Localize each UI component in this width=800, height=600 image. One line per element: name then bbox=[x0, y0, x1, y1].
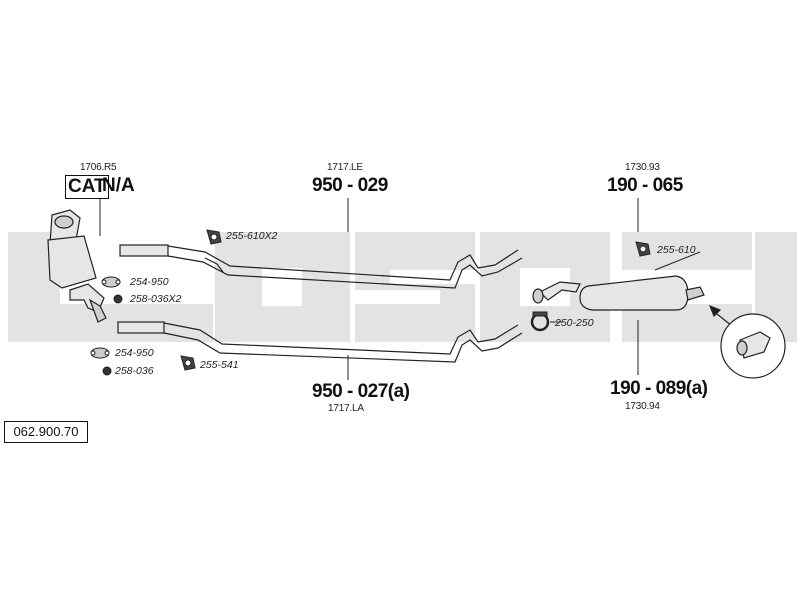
gasket-bottom-icon bbox=[90, 347, 110, 359]
accessory-hanger-top: 255-610X2 bbox=[226, 230, 278, 242]
front-pipe-lower bbox=[117, 321, 523, 363]
front-pipe-upper bbox=[119, 244, 523, 289]
front-pipe-code: 1717.LE bbox=[327, 162, 363, 173]
accessory-nut-top: 258-036X2 bbox=[130, 293, 182, 305]
accessory-hanger-rear: 255-610 bbox=[657, 244, 696, 256]
rear-silencer-alt-code: 1730.94 bbox=[625, 401, 660, 412]
rear-silencer-part-number: 190 - 065 bbox=[607, 175, 683, 196]
catalyst-label-boxed: CAT bbox=[65, 175, 109, 199]
front-pipe-alt-part-number: 950 - 027(a) bbox=[312, 381, 410, 402]
clamp-icon bbox=[530, 311, 550, 332]
hanger-rear-icon bbox=[635, 241, 651, 257]
tailpipe-detail bbox=[708, 304, 786, 379]
accessory-gasket-bottom: 254-950 bbox=[115, 347, 154, 359]
catalyst-code: 1706.R5 bbox=[80, 162, 117, 173]
nut-bottom-icon bbox=[102, 366, 112, 376]
accessory-clamp: 250-250 bbox=[555, 317, 594, 329]
rear-silencer-alt-part-number: 190 - 089(a) bbox=[610, 378, 708, 399]
nut-top-icon bbox=[113, 294, 123, 304]
accessory-icons bbox=[90, 229, 651, 376]
front-pipe-part-number: 950 - 029 bbox=[312, 175, 388, 196]
catalytic-converter bbox=[47, 209, 107, 323]
accessory-hanger-bottom: 255-541 bbox=[200, 359, 239, 371]
hanger-bottom-icon bbox=[180, 355, 196, 371]
hanger-top-icon bbox=[206, 229, 222, 245]
front-pipe-alt-code: 1717.LA bbox=[328, 403, 364, 414]
catalyst-label-rest: N/A bbox=[102, 175, 135, 196]
accessory-nut-bottom: 258-036 bbox=[115, 365, 154, 377]
accessory-gasket-top: 254-950 bbox=[130, 276, 169, 288]
leader-lines bbox=[99, 198, 701, 380]
gasket-top-icon bbox=[101, 276, 121, 288]
rear-silencer bbox=[532, 275, 705, 311]
reference-number: 062.900.70 bbox=[4, 421, 88, 443]
rear-silencer-code: 1730.93 bbox=[625, 162, 660, 173]
